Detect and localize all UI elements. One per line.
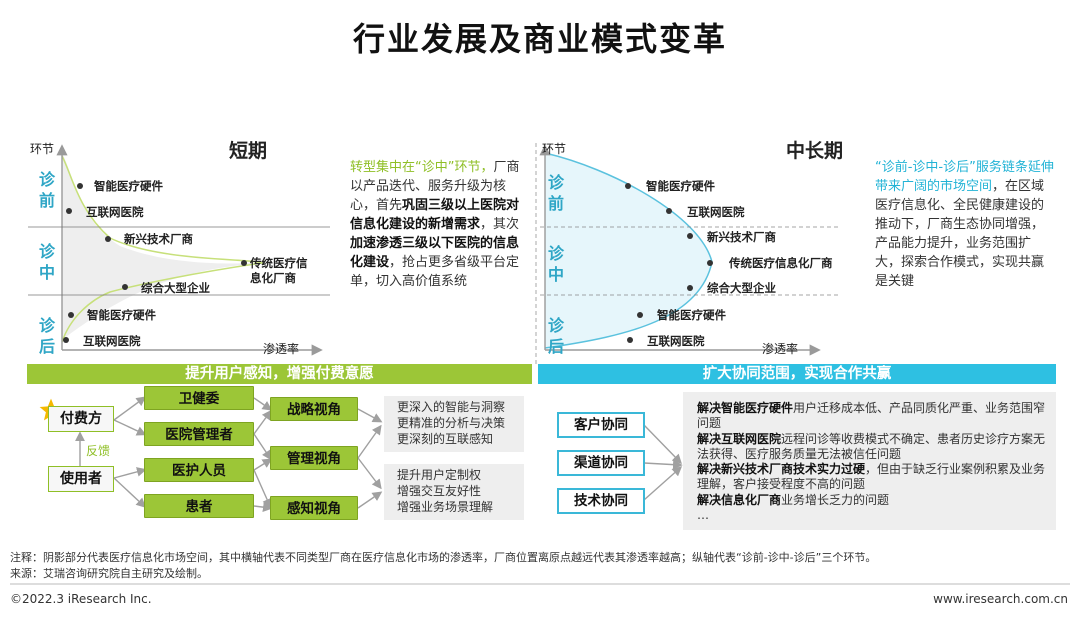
solution-ellipsis: … bbox=[697, 508, 709, 523]
st-phase-mid: 诊中 bbox=[38, 242, 55, 282]
gray1-line-1: 更深入的智能与洞察 bbox=[397, 400, 506, 414]
long-term-title: 中长期 bbox=[786, 140, 844, 162]
solution-item-4: 解决信息化厂商业务增长乏力的问题 bbox=[697, 492, 890, 507]
user-box: 使用者 bbox=[48, 466, 114, 492]
st-point-2 bbox=[66, 208, 72, 214]
feedback-label: 反馈 bbox=[86, 444, 111, 458]
gray2-line-2: 增强交互友好性 bbox=[397, 484, 482, 498]
short-term-banner: 提升用户感知，增强付费意愿 bbox=[27, 364, 532, 384]
st-label-3: 新兴技术厂商 bbox=[124, 232, 193, 246]
short-term-title: 短期 bbox=[229, 140, 268, 162]
agent-health-commission: 卫健委 bbox=[144, 386, 254, 410]
st-desc-bold-1: 巩固三级以上医院对信息化建设的新增需求 bbox=[350, 198, 520, 232]
st-phase-pre: 诊前 bbox=[38, 170, 55, 210]
st-desc-bold-2: 加速渗透三级以下医院的信息化建设 bbox=[350, 236, 520, 270]
collab-customer: 客户协同 bbox=[557, 412, 645, 438]
gray2-line-3: 增强业务场景理解 bbox=[397, 500, 494, 514]
payer-box: 付费方 bbox=[48, 406, 114, 432]
st-label-5: 综合大型企业 bbox=[141, 281, 210, 295]
collab-channel: 渠道协同 bbox=[557, 450, 645, 476]
st-point-5 bbox=[122, 284, 128, 290]
lt-label-5: 综合大型企业 bbox=[707, 281, 776, 295]
gray1-line-2: 更精准的分析与决策 bbox=[397, 416, 506, 430]
long-term-banner: 扩大协同范围，实现合作共赢 bbox=[538, 364, 1056, 384]
collab-technology: 技术协同 bbox=[557, 488, 645, 514]
st-point-7 bbox=[63, 337, 69, 343]
lt-label-2: 互联网医院 bbox=[687, 205, 745, 219]
lt-label-6: 智能医疗硬件 bbox=[657, 308, 726, 322]
collab-solutions-panel: 解决智能医疗硬件用户迁移成本低、产品同质化严重、业务范围窄问题 解决互联网医院远… bbox=[683, 392, 1056, 530]
long-term-market-area bbox=[545, 153, 712, 348]
lt-point-6 bbox=[637, 312, 643, 318]
lt-point-3 bbox=[687, 233, 693, 239]
st-label-1: 智能医疗硬件 bbox=[94, 179, 163, 193]
st-desc-part-4: ，其次 bbox=[480, 217, 520, 232]
lt-point-7 bbox=[627, 337, 633, 343]
gray1-line-3: 更深刻的互联感知 bbox=[397, 432, 494, 446]
st-label-7: 互联网医院 bbox=[83, 334, 141, 348]
page-title: 行业发展及商业模式变革 bbox=[352, 20, 727, 58]
footer-copyright: ©2022.3 iResearch Inc. bbox=[10, 592, 152, 606]
lt-point-4 bbox=[707, 260, 713, 266]
st-point-1 bbox=[77, 183, 83, 189]
note-line-1: 注释：阴影部分代表医疗信息化市场空间，其中横轴代表不同类型厂商在医疗信息化市场的… bbox=[10, 551, 877, 564]
lt-point-2 bbox=[666, 208, 672, 214]
st-point-4 bbox=[241, 260, 247, 266]
st-point-3 bbox=[105, 236, 111, 242]
lt-desc-rest: ，在区域医疗信息化、全民健康建设的推动下，厂商生态协同增强，产品能力提升，业务范… bbox=[875, 179, 1045, 289]
lt-label-4: 传统医疗信息化厂商 bbox=[729, 256, 833, 270]
st-y-axis-label: 环节 bbox=[30, 142, 55, 156]
solution-item-3: 解决新兴技术厂商技术实力过硬，但由于缺乏行业案例积累及业务理解，客户接受程度不高… bbox=[697, 462, 1046, 492]
st-label-6: 智能医疗硬件 bbox=[87, 308, 156, 322]
lt-label-1: 智能医疗硬件 bbox=[646, 179, 715, 193]
agent-medical-staff: 医护人员 bbox=[144, 458, 254, 482]
view-management: 管理视角 bbox=[270, 446, 358, 470]
lt-label-7: 互联网医院 bbox=[647, 334, 705, 348]
gray-box-insight: 更深入的智能与洞察 更精准的分析与决策 更深刻的互联感知 bbox=[384, 396, 524, 452]
st-desc-part-6: ，抢占更多省级平台定单，切入高价值系统 bbox=[350, 255, 520, 289]
long-term-description: “诊前-诊中-诊后”服务链条延伸带来广阔的市场空间，在区域医疗信息化、全民健康建… bbox=[875, 158, 1055, 291]
agent-patient: 患者 bbox=[144, 494, 254, 518]
st-label-2: 互联网医院 bbox=[86, 205, 144, 219]
solution-item-1: 解决智能医疗硬件用户迁移成本低、产品同质化严重、业务范围窄问题 bbox=[697, 401, 1046, 431]
solution-item-2: 解决互联网医院远程问诊等收费模式不确定、患者历史诊疗方案无法获得、医疗服务质量无… bbox=[697, 431, 1046, 461]
st-label-4: 传统医疗信息化厂商 bbox=[250, 256, 308, 285]
lt-desc-highlight: “诊前-诊中-诊后”服务链条延伸带来广阔的市场空间 bbox=[875, 160, 1054, 194]
lt-point-5 bbox=[687, 285, 693, 291]
lt-phase-mid: 诊中 bbox=[547, 244, 564, 284]
st-desc-highlight: 转型集中在“诊中”环节， bbox=[350, 160, 494, 175]
lt-y-axis-label: 环节 bbox=[542, 142, 567, 156]
view-perception: 感知视角 bbox=[270, 496, 358, 520]
note-line-2: 来源：艾瑞咨询研究院自主研究及绘制。 bbox=[10, 567, 208, 580]
lt-point-1 bbox=[625, 183, 631, 189]
agent-hospital-manager: 医院管理者 bbox=[144, 422, 254, 446]
lt-label-3: 新兴技术厂商 bbox=[707, 230, 776, 244]
short-term-curve bbox=[61, 155, 265, 343]
st-desc-part-2: 厂商以产品迭代、服务升级为核心，首先 bbox=[350, 160, 520, 213]
st-point-6 bbox=[68, 312, 74, 318]
gray2-line-1: 提升用户定制权 bbox=[397, 468, 482, 482]
short-term-market-area bbox=[62, 153, 262, 340]
footer-website: www.iresearch.com.cn bbox=[933, 592, 1068, 606]
st-x-axis-label: 渗透率 bbox=[263, 342, 300, 356]
lt-x-axis-label: 渗透率 bbox=[762, 342, 799, 356]
view-strategy: 战略视角 bbox=[270, 397, 358, 421]
lt-phase-pre: 诊前 bbox=[547, 173, 564, 213]
lt-phase-post: 诊后 bbox=[547, 316, 564, 356]
st-phase-post: 诊后 bbox=[38, 316, 55, 356]
short-term-description: 转型集中在“诊中”环节，厂商以产品迭代、服务升级为核心，首先巩固三级以上医院对信… bbox=[350, 158, 530, 291]
gray-box-customization: 提升用户定制权 增强交互友好性 增强业务场景理解 bbox=[384, 464, 524, 520]
